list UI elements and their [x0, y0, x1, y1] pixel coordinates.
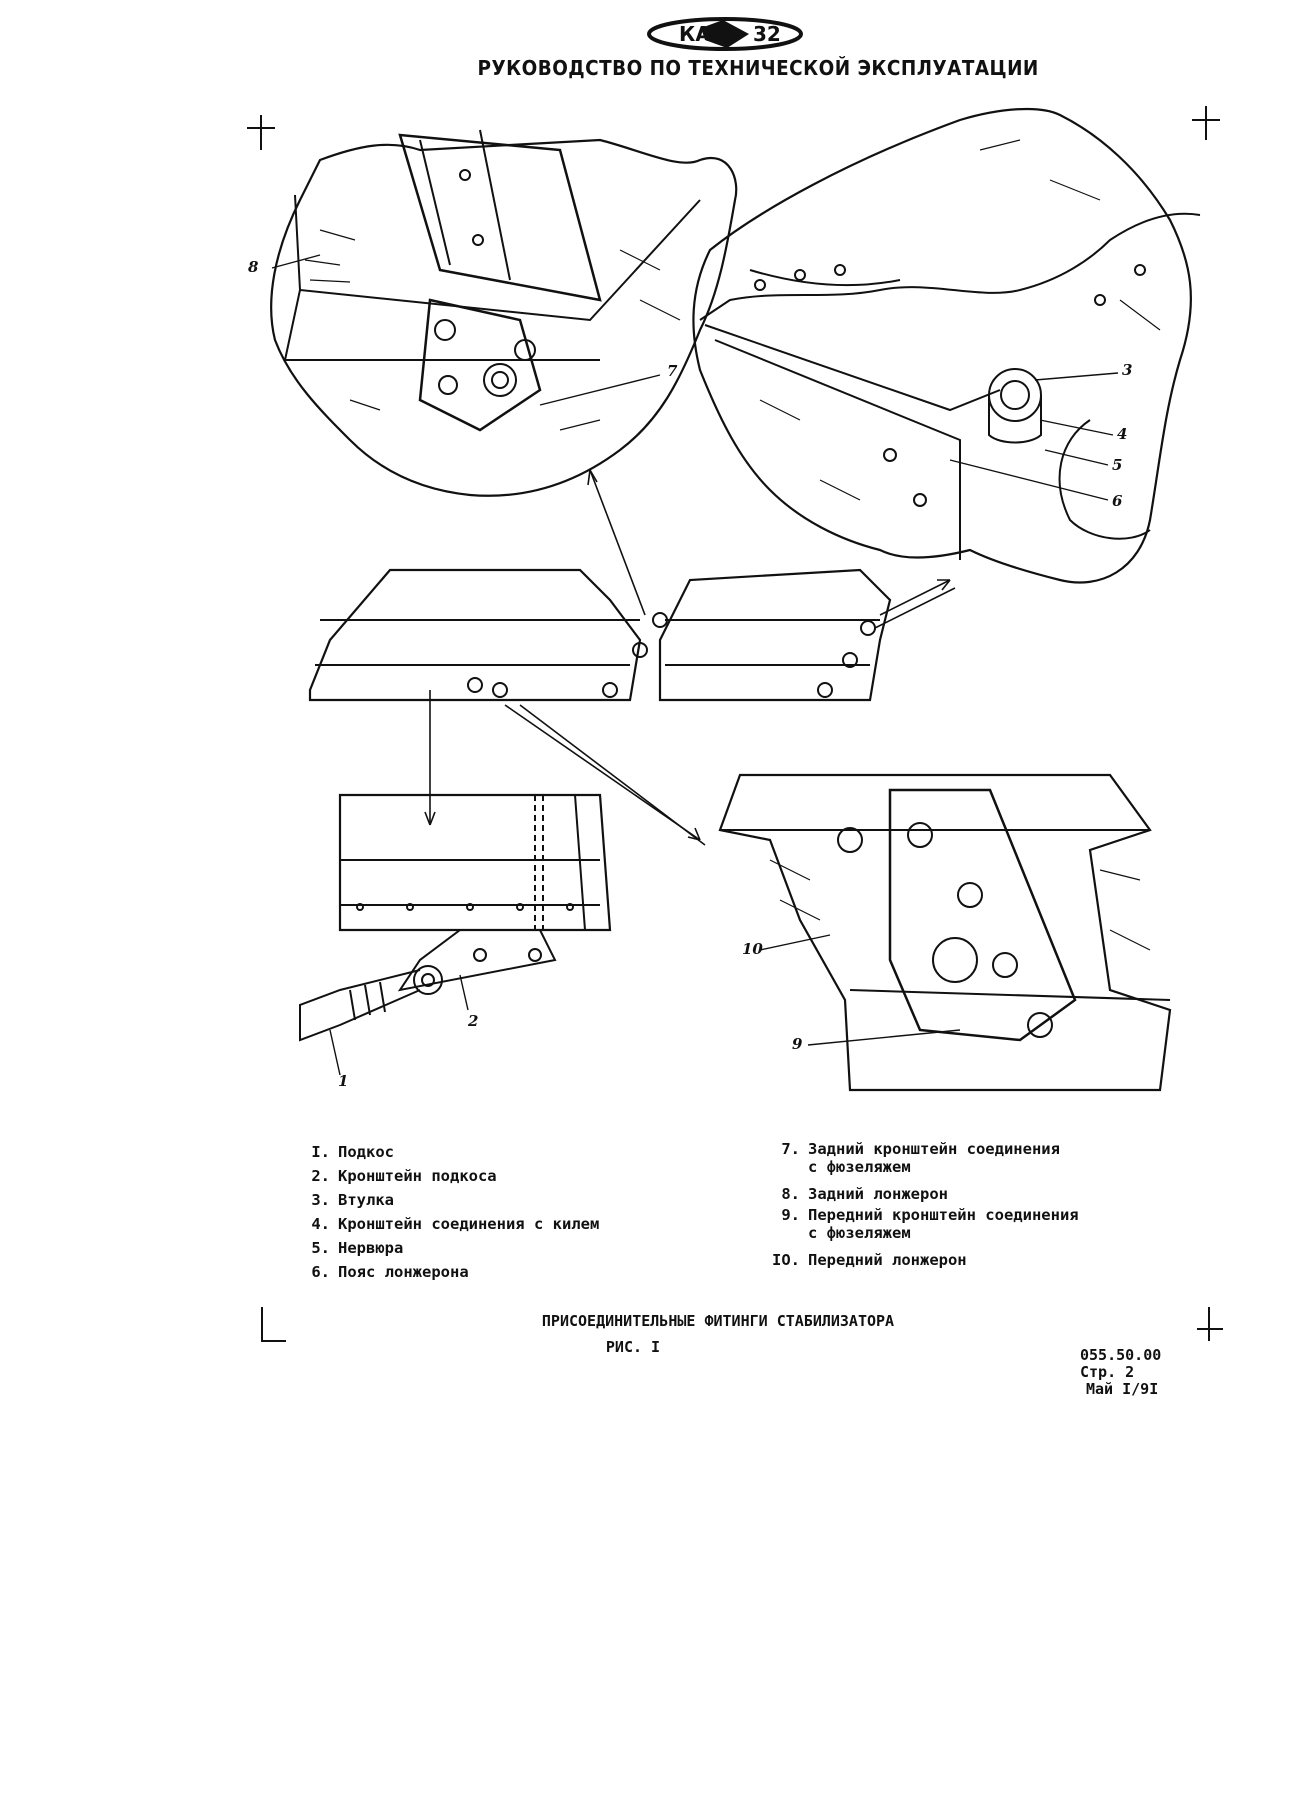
- detail-strut-bracket: [299, 793, 612, 1042]
- ka32-logo: КА 32: [647, 17, 803, 51]
- corner-mark-bottom-right: [1197, 1307, 1223, 1341]
- doc-page: Стр. 2: [1080, 1363, 1135, 1381]
- legend-item-text: Передний кронштейн соединения с фюзеляже…: [808, 1206, 1079, 1242]
- document-reference: 055.50.00 Стр. 2 Май I/9I: [1080, 1347, 1161, 1398]
- legend-item-text: Нервюра: [338, 1239, 404, 1257]
- detail-front-fitting: [718, 773, 1172, 1092]
- logo-left-text: КА: [679, 22, 711, 46]
- page-header-title: РУКОВОДСТВО ПО ТЕХНИЧЕСКОЙ ЭКСПЛУАТАЦИИ: [477, 56, 1039, 80]
- corner-mark-top-left: [247, 115, 275, 150]
- corner-mark-bottom-left: [261, 1307, 286, 1342]
- callout-leaders: [271, 254, 1119, 1076]
- legend-item: 9. Передний кронштейн соединения с фюзеля…: [755, 1206, 1079, 1242]
- callout-3: 3: [1122, 361, 1133, 379]
- stabilizer-fittings-illustration: [247, 106, 1220, 1092]
- legend-item: 8. Задний лонжерон: [755, 1182, 1079, 1206]
- callout-4: 4: [1117, 425, 1128, 443]
- figure-number: РИС. I: [605, 1338, 661, 1356]
- detail-keel-fitting: [692, 107, 1201, 584]
- legend-right-column: 7. Задний кронштейн соединения с фюзеляже…: [755, 1140, 1079, 1272]
- legend-left-column: I. Подкос 2. Кронштейн подкоса 3. Втулка 4.…: [300, 1140, 599, 1284]
- leader-arrows: [424, 469, 956, 846]
- legend-item-text: Пояс лонжерона: [338, 1263, 469, 1281]
- detail-stabilizer-overview: [308, 568, 892, 702]
- legend-item-number: 3.: [311, 1191, 330, 1209]
- doc-date: Май I/9I: [1086, 1380, 1159, 1398]
- corner-mark-top-right: [1192, 106, 1220, 140]
- doc-code: 055.50.00: [1080, 1346, 1162, 1364]
- legend-item-text: Подкос: [338, 1143, 394, 1161]
- legend-item: IO. Передний лонжерон: [755, 1248, 1079, 1272]
- logo-right-text: 32: [753, 22, 781, 46]
- legend-item-number: 9.: [781, 1206, 800, 1224]
- legend-item-text: Кронштейн соединения с килем: [338, 1215, 600, 1233]
- legend-item-text: Задний лонжерон: [808, 1185, 948, 1203]
- legend-item-text: Втулка: [338, 1191, 394, 1209]
- legend-item-text: Кронштейн подкоса: [338, 1167, 497, 1185]
- legend-item-text: Передний лонжерон: [808, 1251, 967, 1269]
- callout-2: 2: [468, 1012, 479, 1030]
- legend-item-number: I.: [311, 1143, 330, 1161]
- callout-8: 8: [248, 258, 259, 276]
- legend-item-number: 8.: [781, 1185, 800, 1203]
- legend-item: 3. Втулка: [300, 1188, 599, 1212]
- legend-item-number: 4.: [311, 1215, 330, 1233]
- legend-item: 4. Кронштейн соединения с килем: [300, 1212, 599, 1236]
- legend-item-number: 7.: [781, 1140, 800, 1158]
- legend-item-number: IO.: [772, 1251, 800, 1269]
- detail-rear-fitting: [270, 129, 738, 497]
- callout-6: 6: [1112, 492, 1123, 510]
- legend-item: 7. Задний кронштейн соединения с фюзеляже…: [755, 1140, 1079, 1176]
- legend-item: 5. Нервюра: [300, 1236, 599, 1260]
- figure-caption-title: ПРИСОЕДИНИТЕЛЬНЫЕ ФИТИНГИ СТАБИЛИЗАТОРА: [541, 1312, 895, 1330]
- callout-9: 9: [792, 1035, 803, 1053]
- callout-10: 10: [742, 940, 763, 958]
- callout-5: 5: [1112, 456, 1123, 474]
- callout-7: 7: [667, 362, 678, 380]
- legend-item-number: 2.: [311, 1167, 330, 1185]
- legend-item: 6. Пояс лонжерона: [300, 1260, 599, 1284]
- legend-item: I. Подкос: [300, 1140, 599, 1164]
- legend-item-text: Задний кронштейн соединения с фюзеляжем: [808, 1140, 1060, 1176]
- callout-1: 1: [338, 1072, 349, 1090]
- legend-item: 2. Кронштейн подкоса: [300, 1164, 599, 1188]
- legend-item-number: 6.: [311, 1263, 330, 1281]
- legend-item-number: 5.: [311, 1239, 330, 1257]
